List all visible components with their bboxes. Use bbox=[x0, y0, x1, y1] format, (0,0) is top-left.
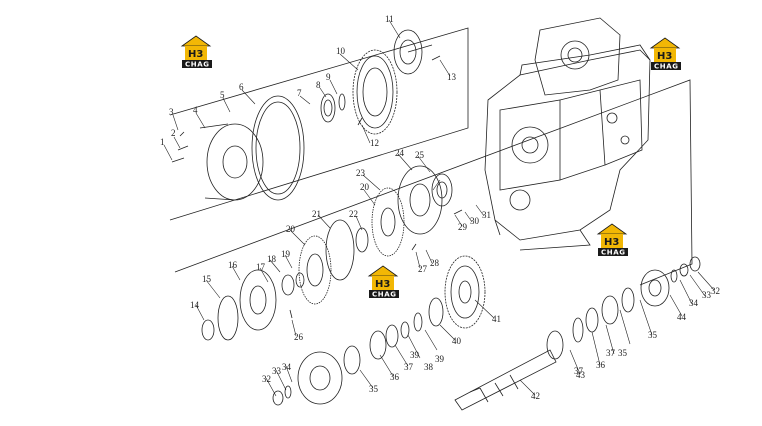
part-number-label: 20 bbox=[360, 182, 370, 192]
cover-plate bbox=[199, 123, 264, 201]
svg-text:CHAG: CHAG bbox=[654, 63, 679, 71]
svg-text:H3: H3 bbox=[604, 237, 619, 248]
part-number-label: 35 bbox=[618, 348, 628, 358]
part-number-label: 33 bbox=[702, 290, 712, 300]
brand-logo-top-left: H3 CHAG bbox=[180, 35, 212, 69]
part-number-label: 29 bbox=[458, 222, 468, 232]
part-number-label: 9 bbox=[326, 72, 331, 82]
part-number-label: 35 bbox=[369, 384, 379, 394]
part-number-label: 42 bbox=[531, 391, 540, 401]
part-number-label: 32 bbox=[262, 374, 271, 384]
output-flange-left bbox=[272, 321, 410, 406]
part-number-label: 37 bbox=[404, 362, 414, 372]
part-number-label: 39 bbox=[435, 354, 445, 364]
part-number-label: 27 bbox=[418, 264, 428, 274]
part-number-label: 28 bbox=[430, 258, 440, 268]
part-number-label: 40 bbox=[452, 336, 462, 346]
part-number-label: 19 bbox=[281, 249, 291, 259]
part-number-label: 22 bbox=[349, 209, 358, 219]
output-flange-right bbox=[572, 256, 701, 343]
part-number-label: 2 bbox=[171, 128, 176, 138]
part-number-label: 7 bbox=[297, 88, 302, 98]
output-gear bbox=[444, 255, 486, 329]
part-number-label: 20 bbox=[286, 224, 296, 234]
part-number-label: 8 bbox=[316, 80, 321, 90]
part-number-label: 25 bbox=[415, 150, 425, 160]
part-number-label: 43 bbox=[576, 370, 586, 380]
part-number-label: 39 bbox=[410, 350, 420, 360]
part-number-label: 30 bbox=[470, 216, 480, 226]
brand-logo-top-right: H3 CHAG bbox=[649, 37, 681, 71]
svg-text:H3: H3 bbox=[188, 49, 203, 60]
transmission-housing bbox=[484, 17, 651, 251]
part-number-label: 1 bbox=[160, 137, 165, 147]
svg-text:CHAG: CHAG bbox=[601, 249, 626, 257]
part-number-label: 34 bbox=[282, 362, 292, 372]
output-shaft bbox=[454, 330, 564, 411]
brand-logo-center: H3 CHAG bbox=[367, 265, 399, 299]
part-number-label: 26 bbox=[294, 332, 304, 342]
svg-text:H3: H3 bbox=[657, 51, 672, 62]
part-number-label: 32 bbox=[711, 286, 720, 296]
part-number-label: 31 bbox=[482, 210, 491, 220]
part-number-label: 12 bbox=[370, 138, 379, 148]
part-number-label: 6 bbox=[239, 82, 244, 92]
brand-logo-middle-right: H3 CHAG bbox=[596, 223, 628, 257]
bearing bbox=[320, 93, 336, 123]
part-number-label: 37 bbox=[606, 348, 616, 358]
part-number-label: 41 bbox=[492, 314, 501, 324]
part-number-label: 16 bbox=[228, 260, 238, 270]
piston-assembly bbox=[201, 269, 305, 341]
svg-text:CHAG: CHAG bbox=[185, 61, 210, 69]
part-number-label: 4 bbox=[193, 105, 198, 115]
part-number-label: 18 bbox=[267, 254, 277, 264]
part-number-label: 13 bbox=[447, 72, 457, 82]
part-number-label: 36 bbox=[596, 360, 606, 370]
part-number-label: 15 bbox=[202, 274, 212, 284]
svg-text:H3: H3 bbox=[375, 279, 390, 290]
part-number-label: 37 bbox=[574, 366, 584, 376]
part-number-label: 23 bbox=[356, 168, 366, 178]
part-number-label: 44 bbox=[677, 312, 687, 322]
ring-gear bbox=[352, 49, 398, 135]
part-number-label: 14 bbox=[190, 300, 200, 310]
part-number-label: 11 bbox=[385, 14, 394, 24]
part-number-label: 10 bbox=[336, 46, 346, 56]
svg-text:CHAG: CHAG bbox=[372, 291, 397, 299]
part-number-label: 36 bbox=[390, 372, 400, 382]
part-number-label: 3 bbox=[169, 107, 174, 117]
part-number-label: 5 bbox=[220, 90, 225, 100]
gasket bbox=[251, 95, 305, 201]
part-number-label: 17 bbox=[256, 262, 266, 272]
bolts bbox=[171, 55, 463, 319]
part-number-label: 21 bbox=[312, 209, 321, 219]
part-number-label: 34 bbox=[689, 298, 699, 308]
part-number-label: 24 bbox=[395, 148, 405, 158]
part-number-label: 38 bbox=[424, 362, 434, 372]
clutch-drum bbox=[393, 29, 433, 75]
clutch-plates bbox=[298, 165, 453, 305]
part-number-label: 35 bbox=[648, 330, 658, 340]
part-number-label: 33 bbox=[272, 366, 282, 376]
